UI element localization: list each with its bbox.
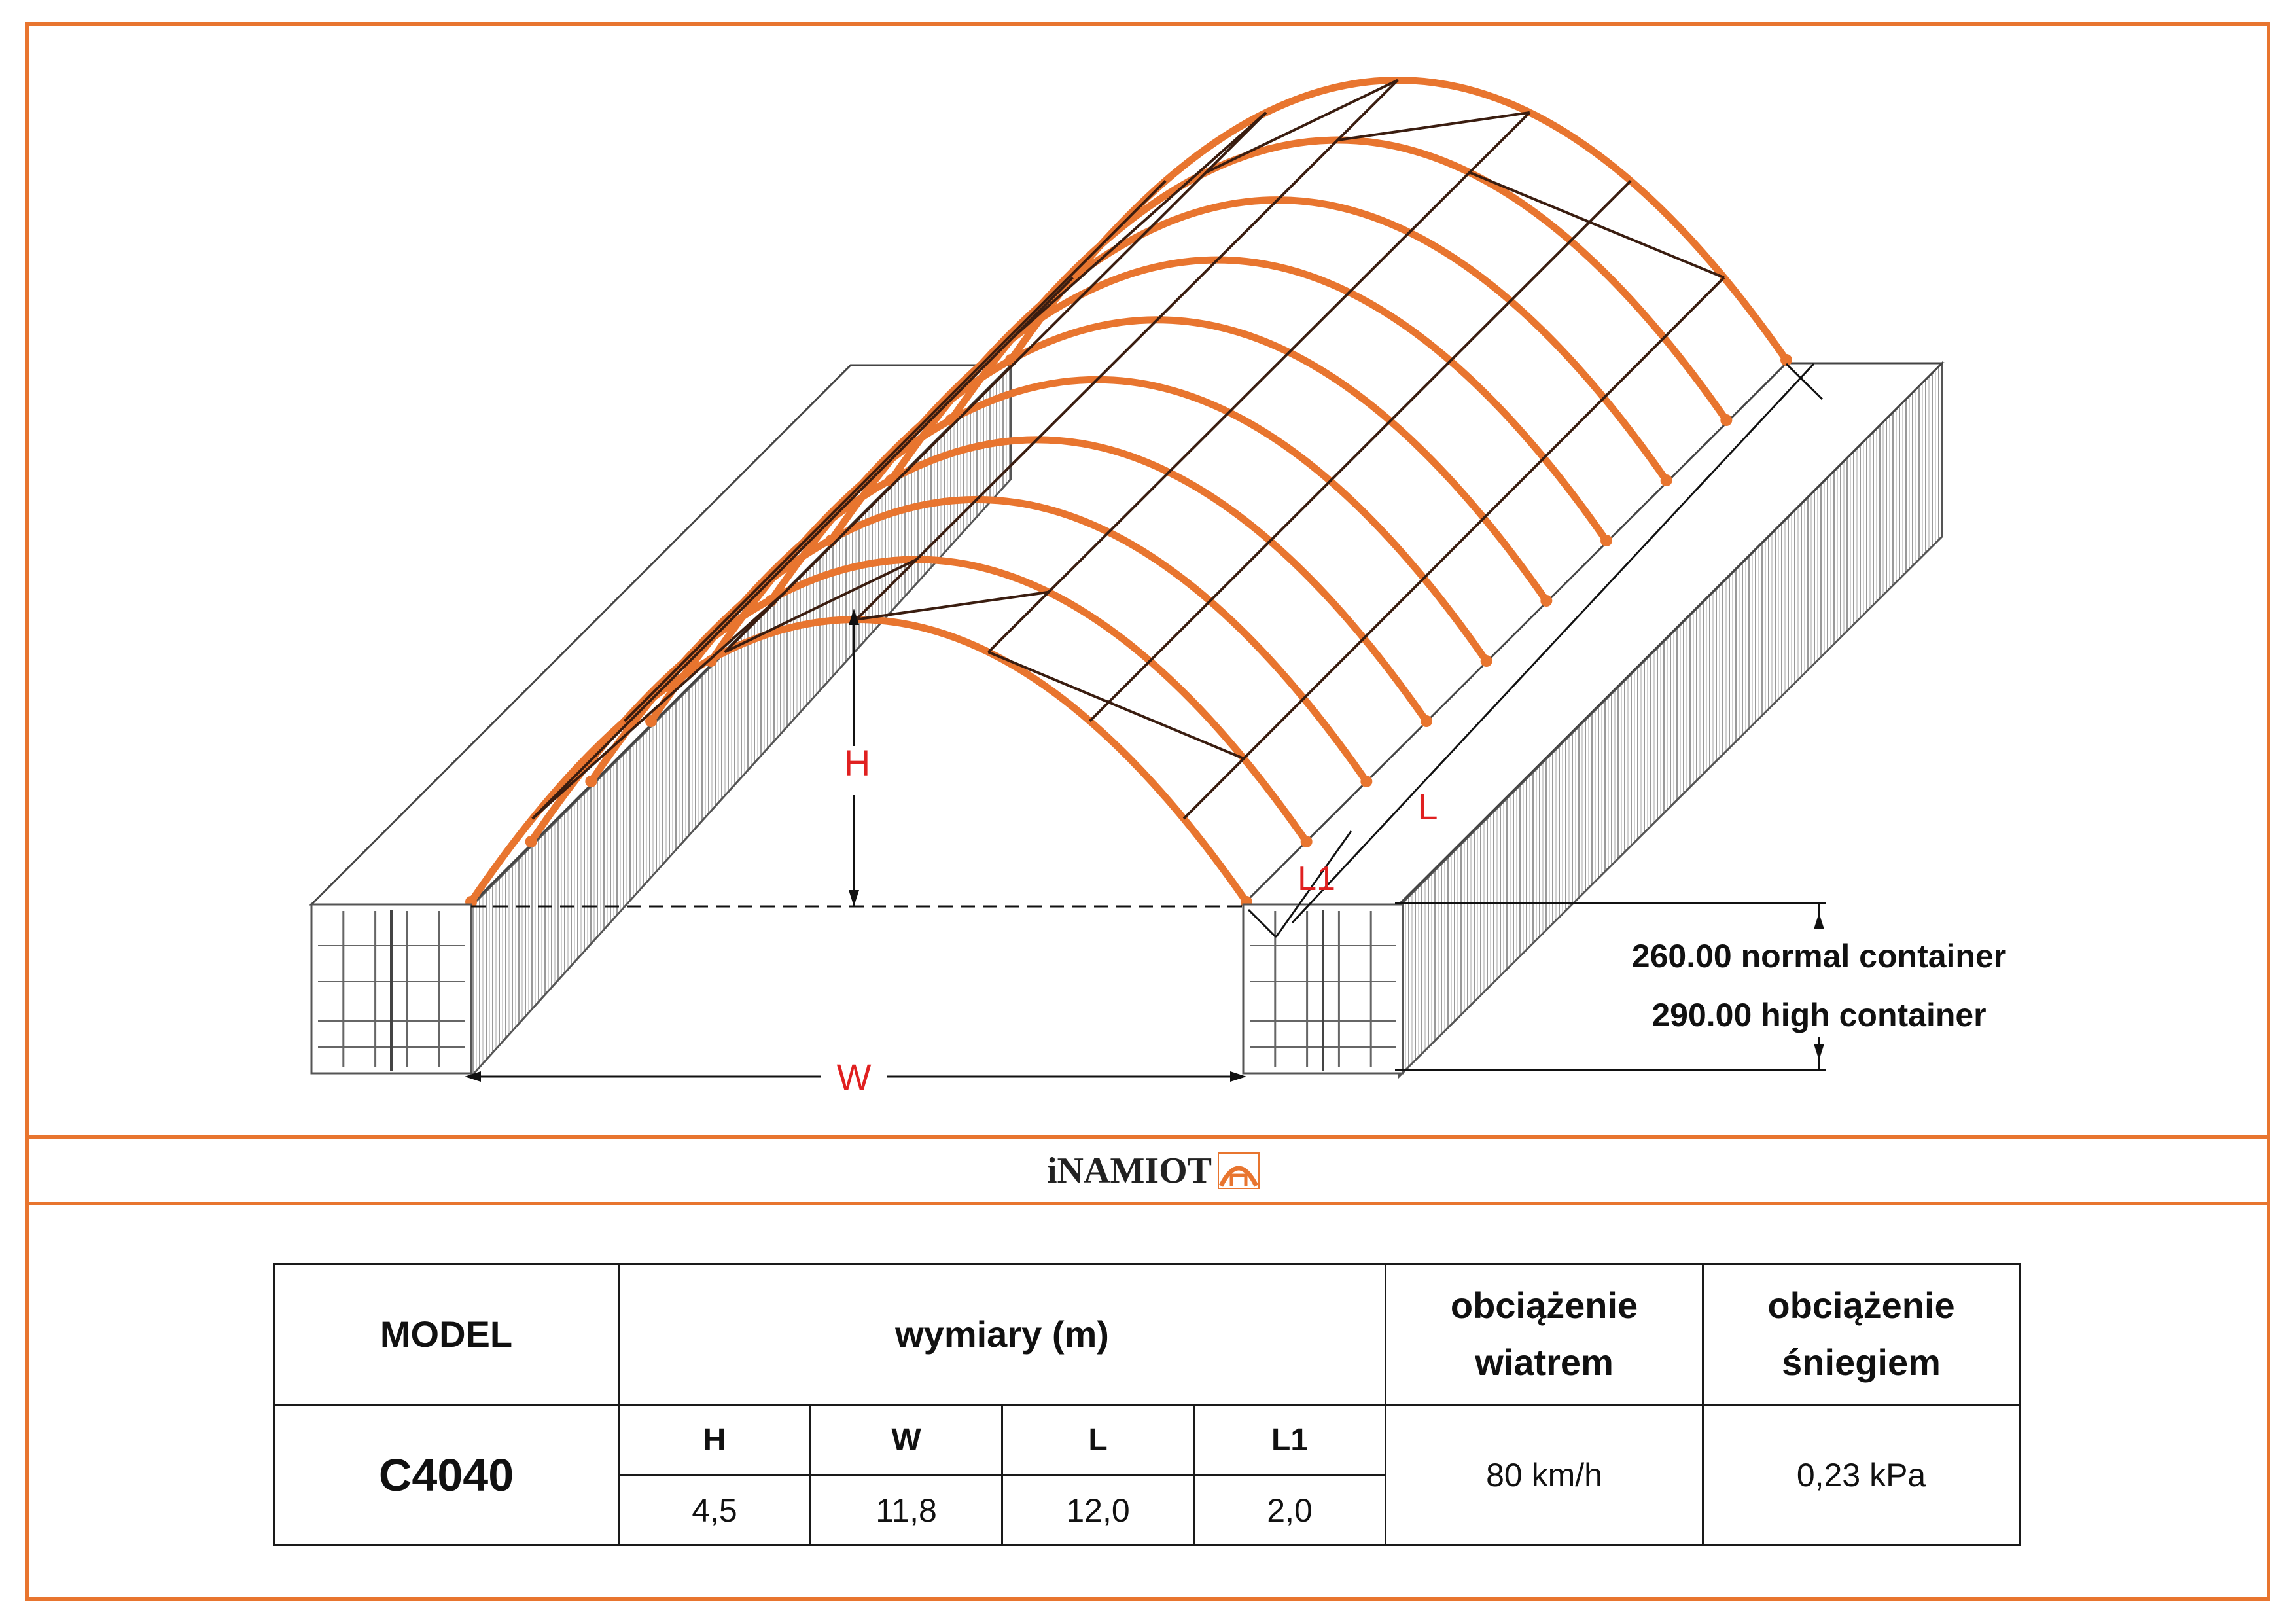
col-l1-header: L1	[1192, 1404, 1387, 1476]
arch-foot-right-6	[1600, 535, 1612, 546]
container-left-door	[310, 903, 472, 1075]
spec-table: MODEL wymiary (m) obciążenie wiatrem obc…	[273, 1263, 2021, 1546]
wind-load-value: 80 km/h	[1385, 1404, 1704, 1546]
arch-foot-left-2	[585, 776, 597, 787]
purlin-6	[1182, 276, 1725, 820]
dim-label-l1: L1	[1298, 860, 1335, 898]
purlins	[531, 79, 1725, 820]
dimensions-header: wymiary (m)	[617, 1263, 1387, 1406]
arch-foot-left-1	[525, 836, 537, 847]
outer-frame	[25, 22, 2270, 1601]
dim-label-h: H	[844, 742, 870, 783]
col-w-header: W	[809, 1404, 1003, 1476]
container-note-normal: 260.00 normal container	[1632, 938, 2006, 974]
purlin-4	[987, 111, 1531, 653]
l-value: 12,0	[1001, 1474, 1195, 1546]
arch-foot-right-3	[1421, 715, 1432, 727]
snow-load-value: 0,23 kPa	[1702, 1404, 2021, 1546]
brand-logo: iNAMIOT	[1047, 1147, 1263, 1192]
tent-drawing: H W L L1 260.00 normal container 290.00 …	[309, 77, 2006, 1097]
arch-foot-right-5	[1540, 595, 1553, 607]
arch-foot-right-4	[1480, 655, 1492, 667]
brace-0-1	[724, 558, 917, 654]
dim-label-l: L	[1417, 786, 1438, 827]
model-header: MODEL	[273, 1263, 620, 1406]
h-value: 4,5	[618, 1474, 811, 1546]
snow-header-line-1: obciążenie	[1767, 1285, 1955, 1327]
wind-header-line-1: obciążenie	[1450, 1285, 1638, 1327]
brace-0-0	[531, 591, 786, 820]
purlin-2	[724, 111, 1267, 653]
snow-header-line-2: śniegiem	[1782, 1342, 1941, 1383]
brace-0-2	[856, 590, 1049, 621]
arch-foot-right-7	[1660, 474, 1672, 486]
snow-load-header: obciążenie śniegiem	[1702, 1263, 2021, 1406]
container-doors	[310, 903, 1404, 1075]
purlin-5	[1089, 179, 1632, 722]
brace-1-0	[1012, 111, 1267, 339]
divider-top	[25, 1135, 2270, 1139]
wind-header-line-2: wiatrem	[1475, 1342, 1614, 1383]
tent-icon	[1218, 1152, 1260, 1189]
arch-foot-right-2	[1360, 776, 1373, 787]
dimension-lines	[465, 363, 1826, 1082]
purlin-1	[624, 179, 1167, 722]
col-h-header: H	[618, 1404, 811, 1476]
container-note-high: 290.00 high container	[1651, 997, 1986, 1033]
l1-value: 2,0	[1192, 1474, 1387, 1546]
brand-name: iNAMIOT	[1047, 1150, 1212, 1191]
container-right-door	[1242, 903, 1404, 1075]
containers	[309, 361, 1945, 1079]
dim-label-w: W	[837, 1056, 872, 1097]
w-value: 11,8	[809, 1474, 1003, 1546]
arch-foot-right-8	[1720, 414, 1733, 426]
brace-0-3	[987, 651, 1245, 760]
brace-1-3	[1469, 171, 1725, 279]
purlin-0	[531, 276, 1074, 820]
divider-bottom	[25, 1202, 2270, 1205]
wind-load-header: obciążenie wiatrem	[1385, 1263, 1704, 1406]
model-value: C4040	[273, 1404, 620, 1546]
purlin-3	[855, 79, 1399, 620]
col-l-header: L	[1001, 1404, 1195, 1476]
brace-1-2	[1337, 111, 1530, 142]
arch-foot-left-3	[645, 715, 657, 727]
arch-foot-right-9	[1780, 354, 1792, 366]
brace-1-1	[1205, 79, 1399, 174]
arch-foot-right-1	[1300, 836, 1313, 847]
